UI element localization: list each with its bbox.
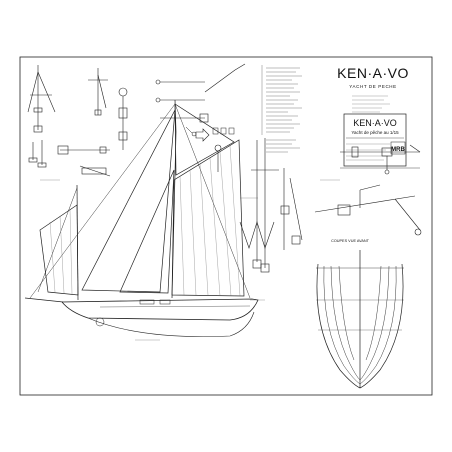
chainplate-detail <box>28 140 47 168</box>
shroud-detail <box>280 168 303 250</box>
sail-seams <box>49 145 241 297</box>
sheet-border <box>19 56 433 396</box>
masthead-rigging-detail <box>239 138 279 273</box>
crosstree-detail <box>88 68 108 116</box>
publisher-logo: MRB <box>391 147 405 153</box>
bowsprit-fitting-detail <box>314 184 422 236</box>
plate-subtitle: Yacht de pêche au 1/15 <box>351 130 399 135</box>
callout-labels <box>40 179 340 341</box>
stem-head-fitting <box>57 145 111 177</box>
hull-section-label: COUPES VUE AVANT <box>331 239 370 243</box>
hull-profile <box>61 298 259 337</box>
mast-top-detail <box>27 65 56 133</box>
boom-jaws-detail <box>340 144 421 175</box>
plate-title: KEN·A·VO <box>353 118 397 128</box>
plan-title: KEN·A·VO <box>337 65 409 81</box>
gaff-jaw-details <box>155 63 246 123</box>
boom-fitting-detail <box>118 87 128 150</box>
plan-subtitle: YACHT DE PECHE <box>349 84 397 89</box>
hull-body-plan <box>316 250 404 389</box>
arrow-marker <box>195 128 210 142</box>
spec-notes <box>352 95 390 113</box>
parts-list <box>261 65 302 153</box>
title-plate: KEN·A·VO Yacht de pêche au 1/15 MRB <box>343 113 407 167</box>
